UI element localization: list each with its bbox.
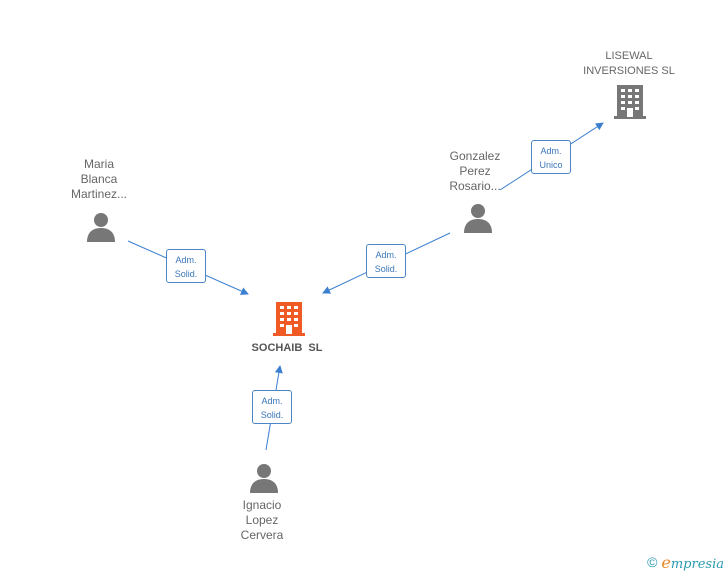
relation-role: Adm. — [540, 146, 562, 156]
building-icon[interactable] — [273, 302, 305, 336]
person-icon[interactable] — [86, 212, 116, 242]
maria-label-line-2: Blanca — [80, 172, 118, 186]
gonzalez-label-line-2: Perez — [459, 164, 491, 178]
lisewal-label[interactable]: LISEWAL INVERSIONES SL — [568, 49, 690, 79]
brand-logo: empresia — [661, 553, 724, 572]
person-icon[interactable] — [249, 463, 279, 493]
gonzalez-label-line-3: Rosario... — [449, 179, 501, 193]
gonzalez-label-line-1: Gonzalez — [449, 149, 501, 163]
lisewal-label-line-1: LISEWAL — [605, 50, 653, 62]
relation-box-gonzalez-sochaib[interactable]: Adm. Solid. — [366, 244, 406, 278]
brand-initial: e — [661, 552, 671, 572]
relation-box-maria[interactable]: Adm. Solid. — [166, 249, 206, 283]
relation-type: Unico — [539, 160, 563, 170]
relation-role: Adm. — [375, 250, 397, 260]
ignacio-label-line-3: Cervera — [240, 528, 284, 542]
ignacio-label-line-1: Ignacio — [242, 498, 282, 512]
maria-label-line-1: Maria — [83, 157, 114, 171]
relation-type: Solid. — [174, 269, 198, 279]
maria-label-line-3: Martinez... — [70, 187, 127, 201]
ignacio-label[interactable]: Ignacio Lopez Cervera — [221, 498, 303, 543]
relation-box-ignacio[interactable]: Adm. Solid. — [252, 390, 292, 424]
maria-label[interactable]: Maria Blanca Martinez... — [58, 157, 140, 202]
lisewal-label-line-2: INVERSIONES SL — [583, 65, 675, 77]
sochaib-label[interactable]: SOCHAIB SL — [228, 341, 346, 356]
relation-box-gonzalez-lisewal[interactable]: Adm. Unico — [531, 140, 571, 174]
relation-type: Solid. — [260, 410, 284, 420]
relation-type: Solid. — [374, 264, 398, 274]
person-icon[interactable] — [463, 203, 493, 233]
copyright-icon: © — [647, 554, 658, 570]
footer-brand: © empresia — [647, 553, 724, 572]
brand-name: mpresia — [670, 556, 724, 572]
sochaib-label-line-1: SOCHAIB SL — [251, 342, 323, 354]
building-icon[interactable] — [614, 85, 646, 119]
relation-role: Adm. — [261, 396, 283, 406]
gonzalez-label[interactable]: Gonzalez Perez Rosario... — [434, 149, 516, 194]
ignacio-label-line-2: Lopez — [245, 513, 279, 527]
relation-role: Adm. — [175, 255, 197, 265]
